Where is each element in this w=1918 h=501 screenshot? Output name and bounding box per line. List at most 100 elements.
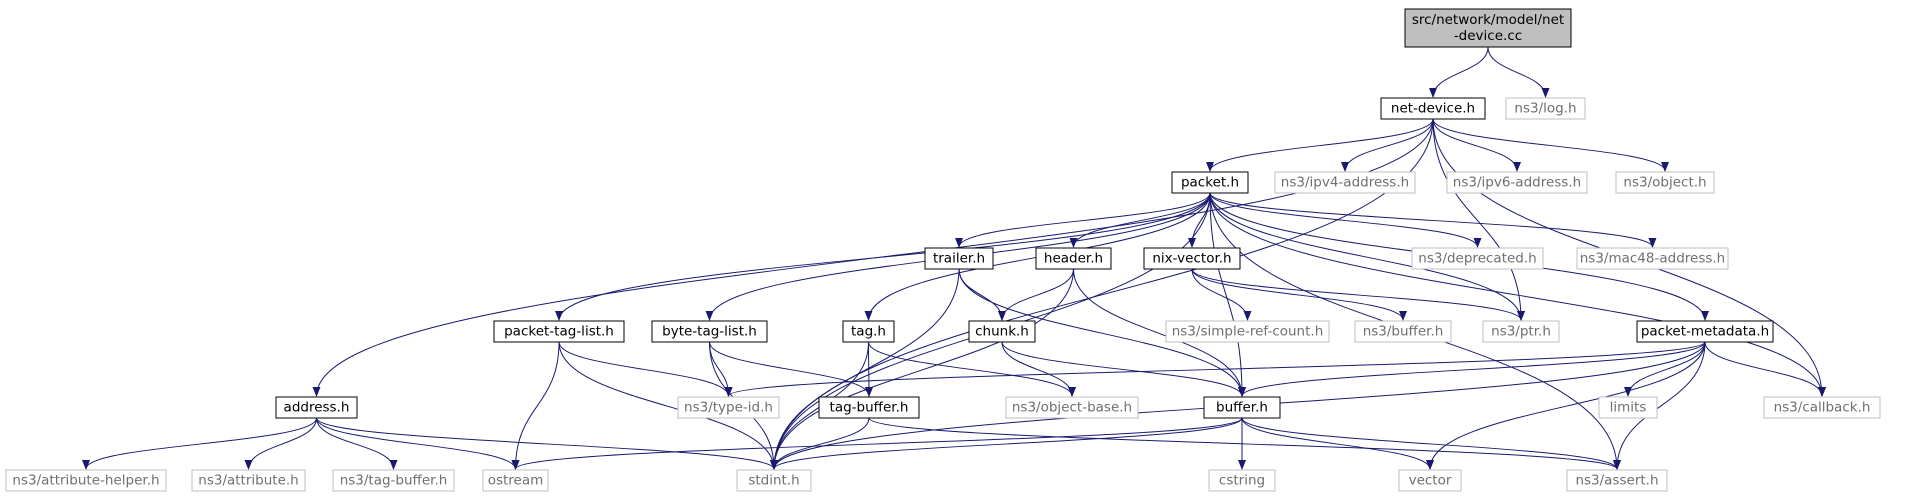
edge-buffer_h-to-ns3_assert_h <box>1241 417 1621 470</box>
node-box <box>1035 247 1112 270</box>
node-box <box>677 396 780 419</box>
edge-packet_h-to-buffer_h <box>1209 192 1246 397</box>
edge-net_device_h-to-ns3_ipv4_address_h <box>1341 118 1434 172</box>
node-label: ns3/ipv6-address.h <box>1453 175 1581 191</box>
edge-trailer_h-to-stdint_h <box>770 268 960 470</box>
node-label: ns3/assert.h <box>1575 473 1658 489</box>
node-ns3-assert-h: ns3/assert.h <box>1566 469 1668 492</box>
node-ns3-object-base-h: ns3/object-base.h <box>1005 396 1139 419</box>
edge-chunk_h-to-ns3_object_base_h <box>1001 341 1076 397</box>
node-net-device-h[interactable]: net-device.h <box>1380 97 1486 120</box>
node-box <box>5 469 167 492</box>
edge-address_h-to-ns3_tag_buffer_h <box>316 417 398 470</box>
node-tag-h[interactable]: tag.h <box>842 320 895 343</box>
node-label: ns3/log.h <box>1514 101 1576 117</box>
node-label: address.h <box>284 400 350 416</box>
edge-packet_metadata_h-to-ns3_type_id_h <box>724 341 1706 397</box>
node-box <box>1208 469 1276 492</box>
node-label: ns3/callback.h <box>1774 400 1871 416</box>
node-ns3-log-h: ns3/log.h <box>1505 97 1586 120</box>
node-label: packet-tag-list.h <box>504 324 614 340</box>
node-box <box>968 320 1036 343</box>
node-box <box>736 469 812 492</box>
edge-chunk_h-to-buffer_h <box>1001 341 1246 397</box>
node-label: ostream <box>488 473 544 489</box>
edge-net_device_h-to-ns3_object_h <box>1432 118 1669 172</box>
edge-tag_buffer_h-to-ns3_assert_h <box>868 417 1621 470</box>
edge-header_h-to-stdint_h <box>770 268 1074 470</box>
edge-address_h-to-ostream <box>316 417 520 470</box>
node-packet-h[interactable]: packet.h <box>1171 171 1249 194</box>
node-nix-vector-h[interactable]: nix-vector.h <box>1143 247 1241 270</box>
node-label: limits <box>1610 400 1647 416</box>
node-box <box>1615 171 1715 194</box>
edge-address_h-to-ns3_attribute_h <box>244 417 317 470</box>
edge-packet_metadata_h-to-buffer_h <box>1238 341 1706 397</box>
edge-nix_vector_h-to-ns3_buffer_h <box>1191 268 1407 321</box>
node-address-h[interactable]: address.h <box>275 396 358 419</box>
edge-packet_h-to-trailer_h <box>955 192 1211 248</box>
node-byte-tag-list-h[interactable]: byte-tag-list.h <box>651 320 768 343</box>
edge-packet_h-to-ns3_callback_h <box>1209 192 1826 397</box>
node-box <box>191 469 306 492</box>
node-box <box>1636 320 1774 343</box>
node-box <box>1576 247 1729 270</box>
edge-buffer_h-to-stdint_h <box>770 417 1243 470</box>
node-ns3-type-id-h: ns3/type-id.h <box>677 396 780 419</box>
node-buffer-h[interactable]: buffer.h <box>1203 396 1281 419</box>
edge-tag_h-to-ns3_object_base_h <box>868 341 1076 397</box>
node-label: ns3/attribute.h <box>198 473 298 489</box>
node-root[interactable]: src/network/model/net-device.cc <box>1404 8 1572 48</box>
edge-byte_tag_list_h-to-tag_buffer_h <box>709 341 873 397</box>
node-box <box>1380 97 1486 120</box>
node-box <box>818 396 920 419</box>
node-label: packet-metadata.h <box>1641 324 1769 340</box>
node-box <box>1203 396 1281 419</box>
node-ns3-buffer-h: ns3/buffer.h <box>1354 320 1452 343</box>
edge-trailer_h-to-chunk_h <box>958 268 1006 321</box>
node-box <box>1763 396 1881 419</box>
node-box <box>332 469 455 492</box>
edge-packet_h-to-header_h <box>1069 192 1211 248</box>
node-cstring: cstring <box>1208 469 1276 492</box>
node-label: stdint.h <box>748 473 799 489</box>
edge-packet_h-to-packet_tag_list_h <box>555 192 1211 321</box>
node-label: vector <box>1409 473 1452 489</box>
node-label: ns3/tag-buffer.h <box>340 473 448 489</box>
node-tag-buffer-h[interactable]: tag-buffer.h <box>818 396 920 419</box>
node-box <box>1411 247 1544 270</box>
node-box <box>493 320 625 343</box>
edge-packet_metadata_h-to-ns3_callback_h <box>1704 341 1826 397</box>
node-label: ns3/mac48-address.h <box>1580 251 1726 267</box>
edge-buffer_h-to-vector <box>1241 417 1434 470</box>
node-box <box>1005 396 1139 419</box>
node-label: ns3/ptr.h <box>1491 324 1551 340</box>
node-box <box>1354 320 1452 343</box>
node-label: buffer.h <box>1216 400 1268 416</box>
node-ns3-object-h: ns3/object.h <box>1615 171 1715 194</box>
node-header-h[interactable]: header.h <box>1035 247 1112 270</box>
edge-address_h-to-ns3_attribute_helper_h <box>82 417 317 470</box>
node-chunk-h[interactable]: chunk.h <box>968 320 1036 343</box>
edge-packet_tag_list_h-to-stdint_h <box>558 341 778 470</box>
edge-net_device_h-to-packet_h <box>1206 118 1434 172</box>
node-label: nix-vector.h <box>1152 251 1231 267</box>
edge-nix_vector_h-to-ns3_ptr_h <box>1191 268 1525 321</box>
edge-buffer_h-to-ostream <box>511 417 1243 470</box>
node-label: ns3/simple-ref-count.h <box>1172 324 1324 340</box>
node-ns3-ipv4-address-h: ns3/ipv4-address.h <box>1274 171 1416 194</box>
node-label: src/network/model/net <box>1412 12 1564 28</box>
node-trailer-h[interactable]: trailer.h <box>924 247 994 270</box>
node-box <box>1446 171 1588 194</box>
node-label: ns3/deprecated.h <box>1418 251 1536 267</box>
node-box <box>842 320 895 343</box>
edge-root-to-net_device_h <box>1429 46 1489 98</box>
node-label: trailer.h <box>933 251 985 267</box>
node-ostream: ostream <box>482 469 549 492</box>
edge-root-to-ns3_log_h <box>1487 46 1550 98</box>
node-label: ns3/object.h <box>1623 175 1706 191</box>
node-packet-metadata-h[interactable]: packet-metadata.h <box>1636 320 1774 343</box>
node-ns3-callback-h: ns3/callback.h <box>1763 396 1881 419</box>
node-packet-tag-list-h[interactable]: packet-tag-list.h <box>493 320 625 343</box>
